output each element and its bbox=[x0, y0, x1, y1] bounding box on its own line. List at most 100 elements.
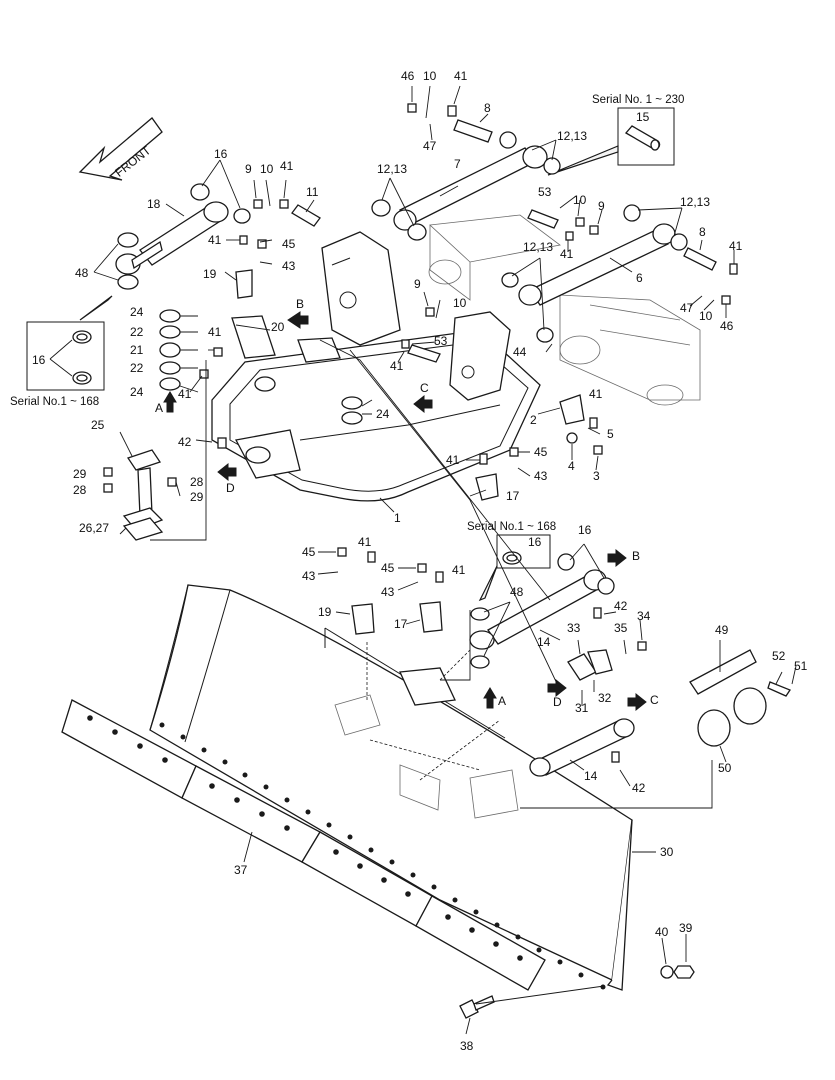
callout-12-13-c: 12,13 bbox=[680, 195, 710, 209]
front-direction-arrow: FRONT bbox=[78, 117, 163, 181]
callout-16-middle: 16 bbox=[578, 523, 592, 537]
callout-47-top: 47 bbox=[423, 139, 437, 153]
brackets bbox=[231, 269, 499, 635]
callout-16-upper: 16 bbox=[214, 147, 228, 161]
cylinder-14-lower bbox=[529, 718, 635, 777]
callout-4: 4 bbox=[568, 459, 575, 473]
callout-45-d: 45 bbox=[381, 561, 395, 575]
callout-44: 44 bbox=[513, 345, 527, 359]
track-frame-right bbox=[428, 214, 701, 406]
callout-45-b: 45 bbox=[534, 445, 548, 459]
callout-43-c: 43 bbox=[302, 569, 316, 583]
connection-b-upper: B bbox=[296, 297, 304, 311]
callout-9-mid: 9 bbox=[414, 277, 421, 291]
callout-7: 7 bbox=[454, 157, 461, 171]
callout-45-a: 45 bbox=[282, 237, 296, 251]
callout-21: 21 bbox=[130, 343, 144, 357]
callout-53-mid: 53 bbox=[434, 334, 448, 348]
blade bbox=[149, 584, 633, 991]
callout-10-right: 10 bbox=[573, 193, 587, 207]
callout-12-13-b: 12,13 bbox=[377, 162, 407, 176]
callout-15: 15 bbox=[636, 110, 650, 124]
callout-14-upper: 14 bbox=[537, 635, 551, 649]
callout-51: 51 bbox=[794, 659, 808, 673]
callout-12-13-a: 12,13 bbox=[557, 129, 587, 143]
callout-41-a: 41 bbox=[454, 69, 468, 83]
callout-22-upper: 22 bbox=[130, 325, 144, 339]
callout-6: 6 bbox=[636, 271, 643, 285]
callout-2: 2 bbox=[530, 413, 537, 427]
connection-b-lower: B bbox=[632, 549, 640, 563]
serial-note-upper-right: Serial No. 1 ~ 230 bbox=[547, 94, 684, 176]
callout-8-upper: 8 bbox=[484, 101, 491, 115]
callout-46-right: 46 bbox=[720, 319, 734, 333]
blade-mounting-holes bbox=[159, 722, 606, 990]
callout-10-left: 10 bbox=[260, 162, 274, 176]
callout-10-mid: 10 bbox=[453, 296, 467, 310]
callout-20: 20 bbox=[271, 320, 285, 334]
connection-d-upper: D bbox=[226, 481, 235, 495]
callout-39: 39 bbox=[679, 921, 693, 935]
bushings bbox=[117, 131, 688, 669]
callout-19-lower: 19 bbox=[318, 605, 332, 619]
callout-12-13-d: 12,13 bbox=[523, 240, 553, 254]
small-hardware bbox=[103, 103, 738, 1019]
callout-43-d: 43 bbox=[381, 585, 395, 599]
callout-41-b: 41 bbox=[280, 159, 294, 173]
callout-3: 3 bbox=[593, 469, 600, 483]
callout-41-j: 41 bbox=[446, 453, 460, 467]
blade-frame bbox=[211, 231, 541, 502]
callout-30: 30 bbox=[660, 845, 674, 859]
callout-18: 18 bbox=[147, 197, 161, 211]
callout-17-upper: 17 bbox=[506, 489, 520, 503]
callout-16-middle-box: 16 bbox=[528, 535, 542, 549]
callout-29-right: 29 bbox=[190, 490, 204, 504]
callout-53-upper: 53 bbox=[538, 185, 552, 199]
callout-9-right: 9 bbox=[598, 199, 605, 213]
hose-clamp-assembly bbox=[689, 649, 791, 747]
lift-cylinder-7 bbox=[393, 145, 548, 231]
connection-c-upper: C bbox=[420, 381, 429, 395]
shim-stack bbox=[159, 309, 363, 425]
callout-33: 33 bbox=[567, 621, 581, 635]
callout-9-left: 9 bbox=[245, 162, 252, 176]
cutting-edges bbox=[61, 699, 546, 991]
callout-labels: 1 2 3 4 5 6 7 8 8 9 9 9 10 10 10 10 10 1… bbox=[32, 69, 808, 1053]
connection-d-lower: D bbox=[553, 695, 562, 709]
callout-40: 40 bbox=[655, 925, 669, 939]
callout-43-b: 43 bbox=[534, 469, 548, 483]
serial-note-left: Serial No.1 ~ 168 bbox=[10, 295, 113, 408]
callout-37: 37 bbox=[234, 863, 248, 877]
callout-42-lower: 42 bbox=[632, 781, 646, 795]
callout-29-left: 29 bbox=[73, 467, 87, 481]
callout-26-27: 26,27 bbox=[79, 521, 109, 535]
connection-a-lower: A bbox=[498, 694, 506, 708]
callout-28-right: 28 bbox=[190, 475, 204, 489]
callout-10-far-right: 10 bbox=[699, 309, 713, 323]
callout-41-e: 41 bbox=[178, 387, 192, 401]
callout-10-top: 10 bbox=[423, 69, 437, 83]
callout-42-mid: 42 bbox=[614, 599, 628, 613]
callout-8-right: 8 bbox=[699, 225, 706, 239]
blade-brackets bbox=[334, 640, 519, 819]
callout-16-left-box: 16 bbox=[32, 353, 46, 367]
callout-38: 38 bbox=[460, 1039, 474, 1053]
angle-cylinder-6 bbox=[518, 223, 676, 306]
callout-50: 50 bbox=[718, 761, 732, 775]
callout-25: 25 bbox=[91, 418, 105, 432]
callout-41-d: 41 bbox=[208, 325, 222, 339]
leader-lines bbox=[93, 85, 797, 1035]
callout-46-top: 46 bbox=[401, 69, 415, 83]
callout-41-k: 41 bbox=[358, 535, 372, 549]
callout-41-f: 41 bbox=[390, 359, 404, 373]
callout-41-i: 41 bbox=[589, 387, 603, 401]
callout-22-lower: 22 bbox=[130, 361, 144, 375]
callout-41-g: 41 bbox=[560, 247, 574, 261]
callout-49: 49 bbox=[715, 623, 729, 637]
callout-43-a: 43 bbox=[282, 259, 296, 273]
callout-34: 34 bbox=[637, 609, 651, 623]
connection-c-lower: C bbox=[650, 693, 659, 707]
callout-52: 52 bbox=[772, 649, 786, 663]
serial-note-upper-right-label: Serial No. 1 ~ 230 bbox=[592, 94, 684, 106]
